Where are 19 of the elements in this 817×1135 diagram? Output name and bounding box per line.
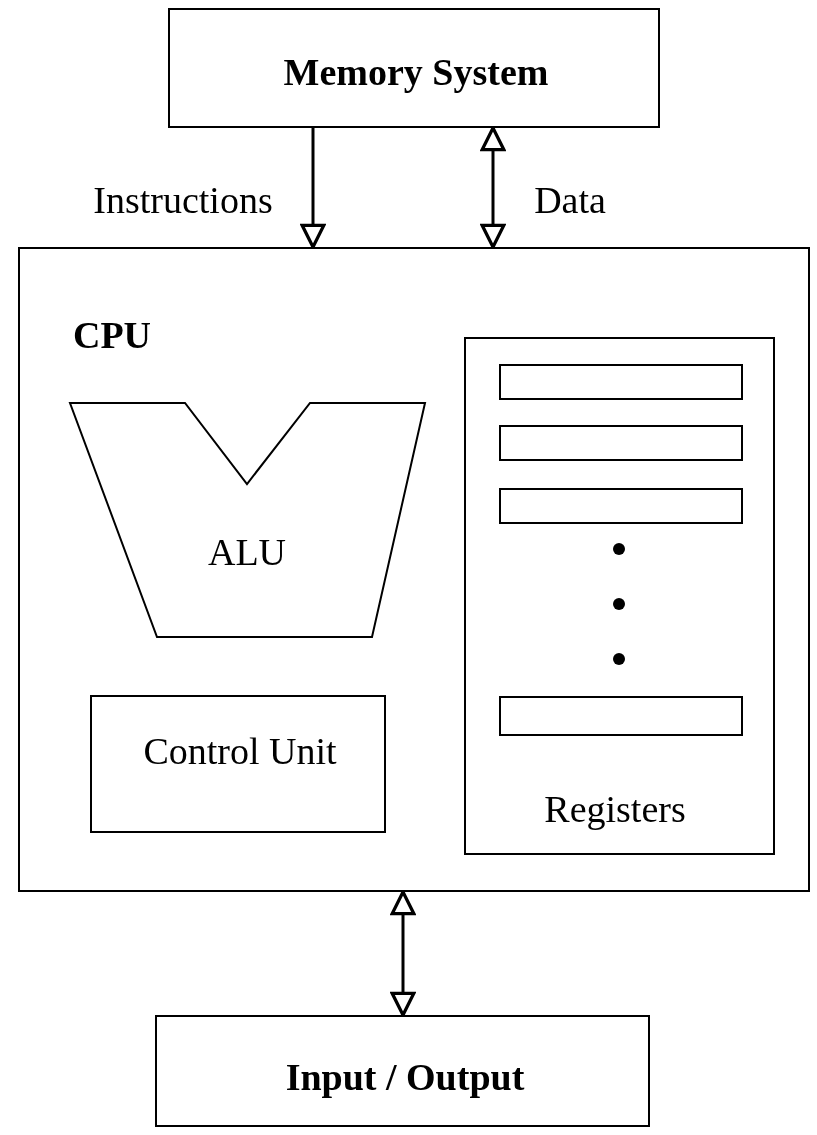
node-label: Input / Output bbox=[285, 1055, 525, 1099]
io-box bbox=[155, 1015, 650, 1127]
hollow-arrow bbox=[300, 128, 326, 249]
register-slot bbox=[499, 425, 743, 461]
node-label: Control Unit bbox=[143, 729, 337, 773]
registers-panel bbox=[464, 337, 775, 855]
register-slot bbox=[499, 488, 743, 524]
memory-box bbox=[168, 8, 660, 128]
hollow-arrow bbox=[480, 126, 506, 249]
node-label: ALU bbox=[207, 530, 287, 574]
hollow-arrow bbox=[390, 890, 416, 1017]
control-unit-box bbox=[90, 695, 386, 833]
node-label: Memory System bbox=[283, 50, 549, 94]
node-label: Registers bbox=[544, 787, 686, 831]
cpu-title: CPU bbox=[72, 313, 152, 357]
register-slot bbox=[499, 364, 743, 400]
alu-shape bbox=[70, 402, 426, 638]
register-slot bbox=[499, 696, 743, 736]
cpu-box bbox=[18, 247, 810, 892]
